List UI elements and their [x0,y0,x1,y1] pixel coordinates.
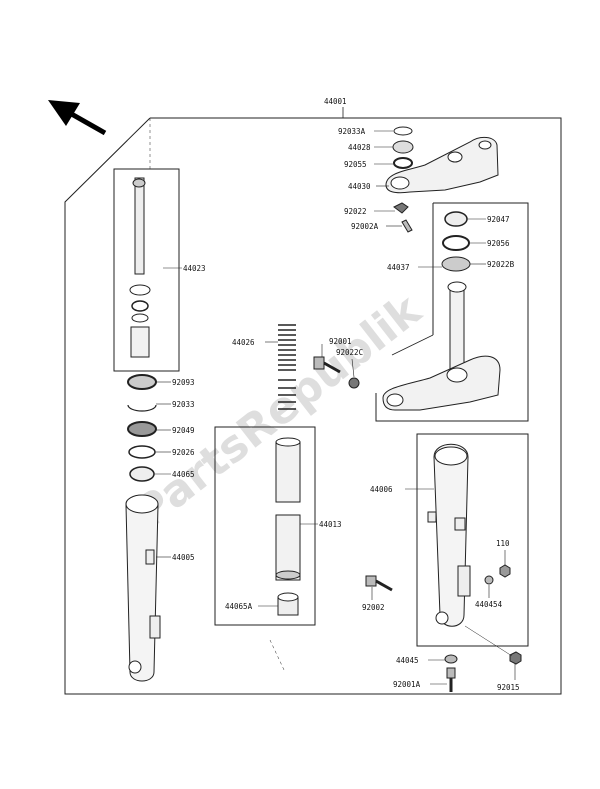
callout-92033[interactable]: 92033 [172,400,195,409]
top-bracket-group [385,126,499,233]
callout-110[interactable]: 110 [496,539,510,548]
steering-stem-group [382,211,501,411]
right-outer-tube [427,443,471,627]
callout-92002A[interactable]: 92002A [351,222,379,231]
fork-spring [278,324,296,410]
callout-44006[interactable]: 44006 [370,485,393,494]
left-outer-tube [125,494,161,682]
callout-92022C[interactable]: 92022C [336,348,363,357]
callout-92056[interactable]: 92056 [487,239,510,248]
callout-92047[interactable]: 92047 [487,215,510,224]
callout-92022B[interactable]: 92022B [487,260,515,269]
callout-44065[interactable]: 44065 [172,470,195,479]
assembly-outline [64,117,562,695]
damper-rod-group [129,177,151,358]
callout-92015[interactable]: 92015 [497,683,520,692]
callout-44001[interactable]: 44001 [324,97,347,106]
callout-44065A[interactable]: 44065A [225,602,253,611]
right-tube-box [416,433,529,647]
callout-44030[interactable]: 44030 [348,182,371,191]
callout-44037[interactable]: 44037 [387,263,410,272]
callout-92033A[interactable]: 92033A [338,127,366,136]
inner-tube [275,437,301,616]
callout-92055[interactable]: 92055 [344,160,367,169]
callout-440454[interactable]: 440454 [475,600,503,609]
front-direction-arrow [48,100,107,136]
callout-92002[interactable]: 92002 [362,603,385,612]
stem-box-outline [375,202,529,422]
callout-92026[interactable]: 92026 [172,448,195,457]
callout-44045[interactable]: 44045 [396,656,419,665]
callout-92093[interactable]: 92093 [172,378,195,387]
callout-92001A[interactable]: 92001A [393,680,421,689]
callout-92022[interactable]: 92022 [344,207,367,216]
axle-clamp-hardware [365,564,522,692]
callout-44005[interactable]: 44005 [172,553,195,562]
callout-44023[interactable]: 44023 [183,264,206,273]
callout-44013[interactable]: 44013 [319,520,342,529]
callout-92049[interactable]: 92049 [172,426,195,435]
callout-44026[interactable]: 44026 [232,338,255,347]
fork-internals-box [113,168,180,372]
fork-seal-group [127,374,157,482]
inner-tube-box [214,426,316,626]
bracket-bolt [313,356,360,389]
callout-92001[interactable]: 92001 [329,337,352,346]
callout-44028[interactable]: 44028 [348,143,371,152]
